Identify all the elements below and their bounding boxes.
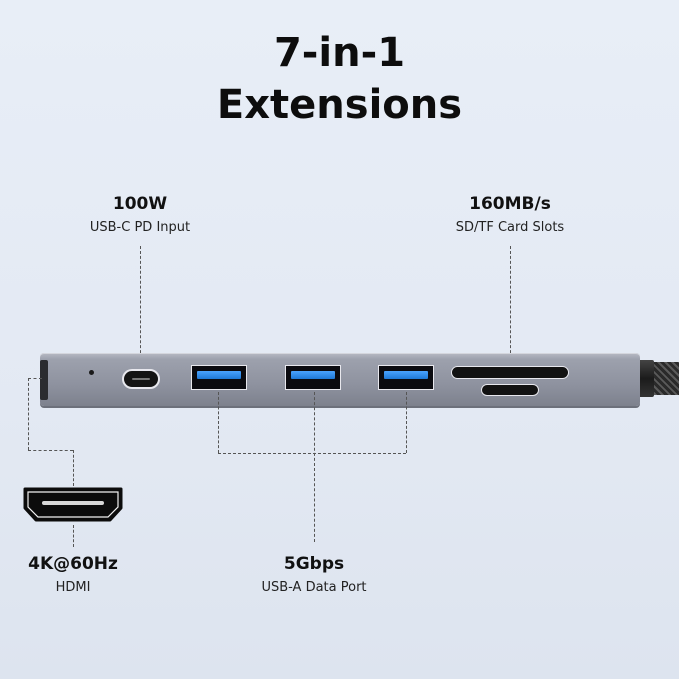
usb-a-leader-line (218, 392, 219, 453)
hdmi-leader-line (73, 525, 74, 547)
callout-usb-a: 5Gbps USB-A Data Port (234, 554, 394, 595)
usb-a-bracket-line (218, 453, 406, 454)
usb-a-port-icon (378, 365, 434, 390)
headline-line2: Extensions (216, 82, 463, 128)
hdmi-leader-line (28, 378, 29, 450)
usb-c-desc: USB-C PD Input (89, 220, 191, 235)
callout-hdmi: 4K@60Hz HDMI (0, 554, 146, 595)
card-leader-line (510, 246, 511, 368)
sd-card-slot-icon (451, 366, 569, 379)
hdmi-leader-line (73, 450, 74, 486)
callout-card-slots: 160MB/s SD/TF Card Slots (430, 194, 590, 235)
card-desc: SD/TF Card Slots (455, 220, 565, 235)
hdmi-leader-line (28, 378, 42, 379)
usb-c-leader-line (140, 246, 141, 368)
usb-a-leader-line (314, 392, 315, 542)
usb-c-port-icon (122, 369, 160, 389)
callout-usb-c: 100W USB-C PD Input (60, 194, 220, 235)
tf-card-slot-icon (481, 384, 539, 396)
usb-a-desc: USB-A Data Port (261, 580, 367, 595)
usb-a-spec: 5Gbps (283, 554, 345, 574)
hdmi-desc: HDMI (55, 580, 91, 595)
hdmi-leader-line (28, 450, 73, 451)
indicator-led-icon (89, 370, 94, 375)
usb-a-port-icon (285, 365, 341, 390)
hdmi-port-icon (23, 487, 123, 522)
hdmi-spec: 4K@60Hz (28, 554, 118, 574)
usb-c-spec: 100W (112, 194, 168, 214)
usb-a-port-icon (191, 365, 247, 390)
headline-line1: 7-in-1 (273, 30, 406, 76)
card-spec: 160MB/s (469, 194, 551, 214)
usb-a-leader-line (406, 392, 407, 453)
hdmi-side-port (40, 360, 48, 400)
